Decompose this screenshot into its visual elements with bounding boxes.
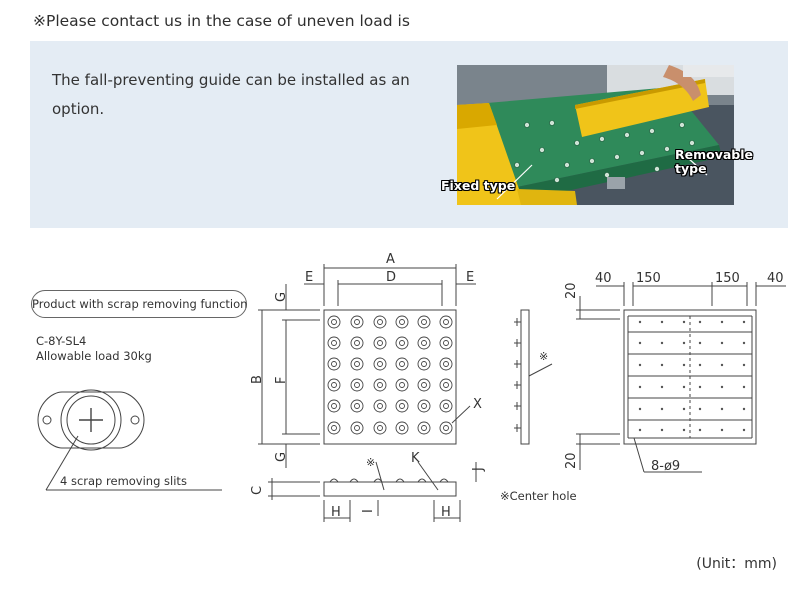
dim-label-g-top: G bbox=[274, 292, 289, 302]
dim-label-mark: ※ bbox=[366, 456, 375, 469]
dim-label-d: D bbox=[386, 270, 396, 285]
dim-label-h-right: H bbox=[441, 505, 451, 520]
center-hole-note: ※Center hole bbox=[500, 489, 577, 503]
guide-photo bbox=[457, 65, 734, 205]
dim-20-bottom: 20 bbox=[564, 452, 579, 469]
option-description: The fall-preventing guide can be install… bbox=[52, 71, 410, 118]
model-number: C-8Y-SL4 bbox=[36, 334, 87, 348]
dim-label-i: I bbox=[361, 509, 376, 513]
dim-label-e-left: E bbox=[305, 270, 313, 285]
base-plan-view bbox=[576, 282, 786, 473]
dim-label-j: J bbox=[471, 467, 486, 472]
callout-removable-line1: Removable bbox=[675, 147, 754, 162]
function-label-box: Product with scrap removing function bbox=[31, 290, 247, 318]
dim-holes: 8-ø9 bbox=[651, 459, 680, 474]
model-info: C-8Y-SL4 Allowable load 30kg bbox=[36, 334, 152, 364]
dim-150-right: 150 bbox=[715, 271, 740, 286]
dim-label-c: C bbox=[250, 486, 265, 495]
dim-label-b: B bbox=[250, 375, 265, 384]
callout-removable-line2: type bbox=[675, 161, 707, 176]
option-panel: The fall-preventing guide can be install… bbox=[30, 41, 788, 228]
slits-symbol bbox=[37, 389, 222, 491]
dim-label-a: A bbox=[386, 252, 395, 267]
page-heading: ※Please contact us in the case of uneven… bbox=[33, 12, 410, 30]
plate-end-view bbox=[514, 309, 553, 445]
dim-label-e-right: E bbox=[466, 270, 474, 285]
plate-top-view bbox=[258, 264, 476, 468]
dim-40-right: 40 bbox=[767, 271, 784, 286]
dim-label-g-bottom: G bbox=[274, 452, 289, 462]
allowable-load: Allowable load 30kg bbox=[36, 349, 152, 363]
end-view-mark: ※ bbox=[539, 350, 548, 363]
callout-fixed-type: Fixed type bbox=[441, 178, 516, 193]
callout-removable-type: Removable type bbox=[675, 148, 753, 176]
slits-label: 4 scrap removing slits bbox=[60, 474, 187, 488]
dim-label-h-left: H bbox=[331, 505, 341, 520]
dim-20-top: 20 bbox=[564, 282, 579, 299]
dim-label-x: X bbox=[473, 397, 482, 412]
plate-side-view bbox=[268, 461, 477, 522]
base-hole-dots bbox=[638, 320, 746, 432]
dim-label-f: F bbox=[274, 377, 289, 384]
dim-label-k: K bbox=[411, 451, 420, 466]
ball-grid bbox=[327, 315, 471, 435]
dim-150-left: 150 bbox=[636, 271, 661, 286]
dim-40-left: 40 bbox=[595, 271, 612, 286]
unit-label: (Unit：mm) bbox=[696, 556, 777, 572]
